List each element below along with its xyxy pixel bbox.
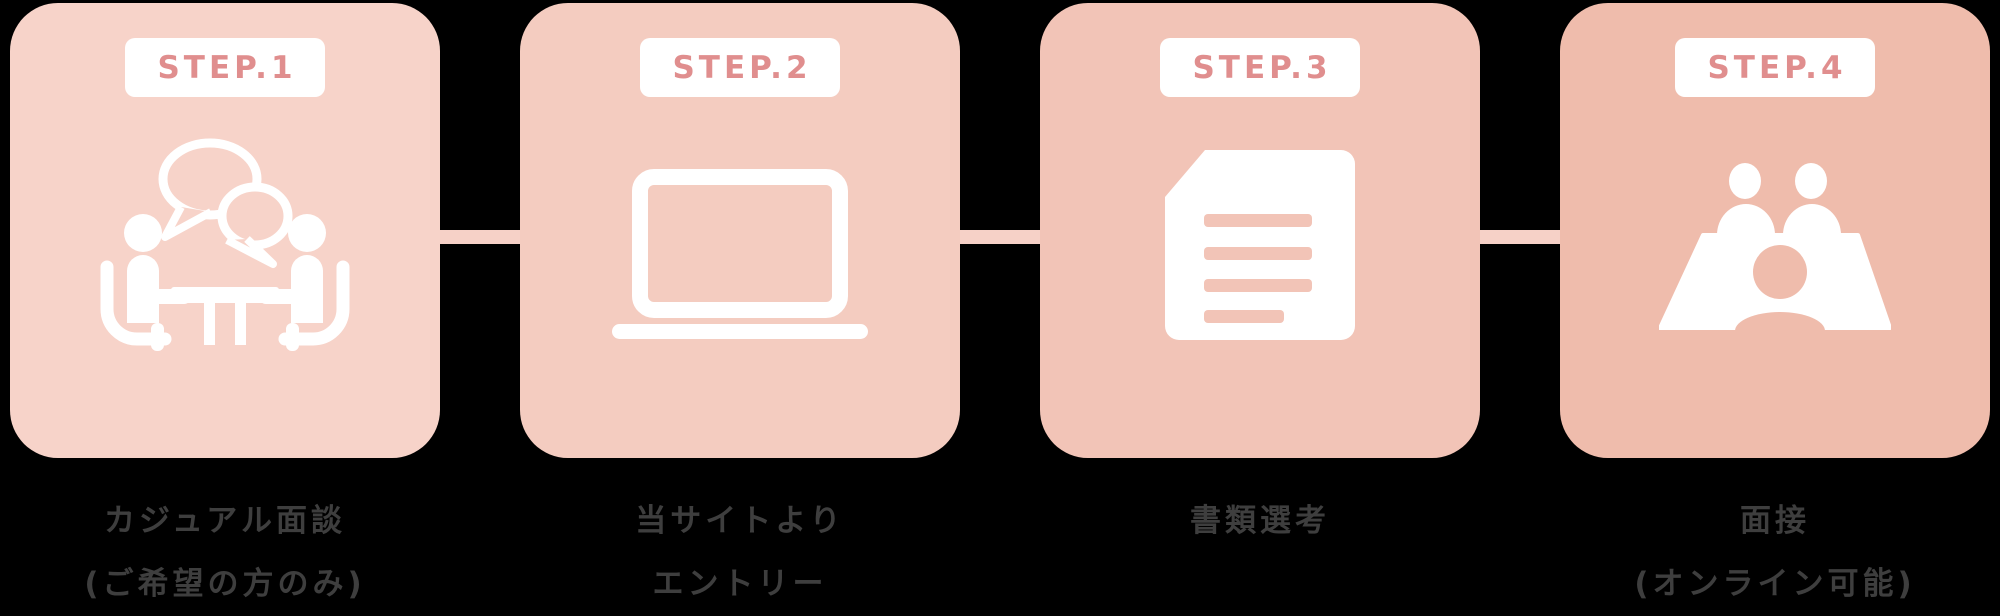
step-column-2: STEP.2 当サイトより エントリー — [520, 3, 960, 616]
step-icon-box-4 — [1560, 97, 1990, 332]
step-title-line: エントリー — [652, 566, 828, 602]
step-title-1: カジュアル面談 (ご希望の方のみ) — [84, 490, 365, 616]
laptop-icon — [612, 169, 868, 339]
step-card-3: STEP.3 — [1040, 3, 1480, 458]
step-title-4: 面接 (オンライン可能) — [1634, 490, 1915, 616]
step-title-line: カジュアル面談 — [104, 503, 346, 539]
step-card-2: STEP.2 — [520, 3, 960, 458]
step-column-3: STEP.3 書類選考 — [1040, 3, 1480, 553]
step-badge-2: STEP.2 — [640, 38, 840, 97]
interview-icon — [1659, 163, 1891, 331]
meeting-icon — [100, 138, 355, 357]
connector-line-3 — [1480, 230, 1560, 244]
step-title-line: 面接 — [1740, 503, 1810, 539]
connector-line-1 — [440, 230, 520, 244]
step-icon-box-1 — [10, 97, 440, 357]
step-card-4: STEP.4 — [1560, 3, 1990, 458]
step-badge-4: STEP.4 — [1675, 38, 1875, 97]
step-icon-box-3 — [1040, 97, 1480, 340]
step-column-1: STEP.1 — [10, 3, 440, 616]
step-title-line: 書類選考 — [1190, 503, 1330, 539]
step-title-2: 当サイトより エントリー — [635, 490, 844, 616]
step-card-1: STEP.1 — [10, 3, 440, 458]
step-badge-1: STEP.1 — [125, 38, 325, 97]
step-badge-3: STEP.3 — [1160, 38, 1360, 97]
step-title-line: 当サイトより — [635, 503, 845, 539]
document-icon — [1165, 150, 1355, 340]
connector-line-2 — [960, 230, 1040, 244]
step-column-4: STEP.4 面接 (オンライン可能) — [1560, 3, 1990, 616]
step-icon-box-2 — [520, 97, 960, 339]
step-title-3: 書類選考 — [1190, 490, 1330, 553]
step-title-line: (オンライン可能) — [1634, 566, 1916, 602]
step-title-line: (ご希望の方のみ) — [84, 566, 366, 602]
